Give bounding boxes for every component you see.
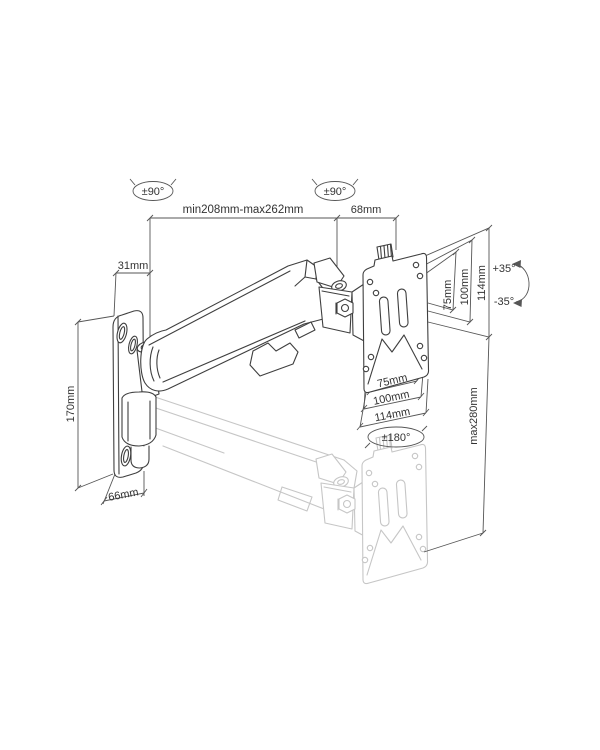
ghost-elbow-joint — [315, 453, 369, 539]
extension-range-label: min208mm-max262mm — [183, 204, 304, 216]
bracket-depth-label: 31mm — [118, 260, 149, 272]
head-swivel-label: ±90° — [324, 186, 347, 198]
mount-arm-drawing — [112, 243, 430, 478]
head-offset-label: 68mm — [351, 204, 382, 216]
dimension-lines — [74, 178, 530, 553]
dim-bracket-width — [100, 471, 148, 506]
height-range-label: max280mm — [468, 387, 480, 444]
vesa-v100-label: 100mm — [459, 269, 471, 306]
ghost-arm — [146, 395, 358, 517]
spring-arm — [140, 259, 332, 392]
tilt-down-label: -35° — [494, 296, 514, 308]
ghost-vesa-plate — [361, 434, 429, 585]
wall-swivel-label: ±90° — [142, 186, 165, 198]
elbow-joint — [313, 257, 367, 343]
dim-bracket-depth — [112, 269, 154, 317]
head-swivel-symbol — [311, 178, 359, 201]
ghost-lowered-position — [146, 395, 429, 585]
tilt-up-label: +35° — [492, 263, 515, 275]
vesa-h100-label: 100mm — [372, 388, 410, 407]
bracket-height-label: 170mm — [65, 386, 77, 423]
vesa-h114-label: 114mm — [374, 406, 412, 425]
dim-vesa-vertical-boxes — [418, 224, 493, 338]
vesa-v75-label: 75mm — [442, 280, 454, 311]
wall-swivel-symbol — [129, 178, 177, 201]
vesa-plate — [362, 243, 430, 394]
tilt-arc — [512, 260, 530, 307]
bracket-width-label: 66mm — [107, 486, 139, 504]
plate-rotation-label: ±180° — [382, 432, 411, 444]
vesa-v114-label: 114mm — [476, 265, 488, 301]
dim-height-range — [423, 333, 493, 553]
dim-bracket-height — [74, 315, 115, 492]
plate-rotation-symbol — [364, 425, 428, 449]
